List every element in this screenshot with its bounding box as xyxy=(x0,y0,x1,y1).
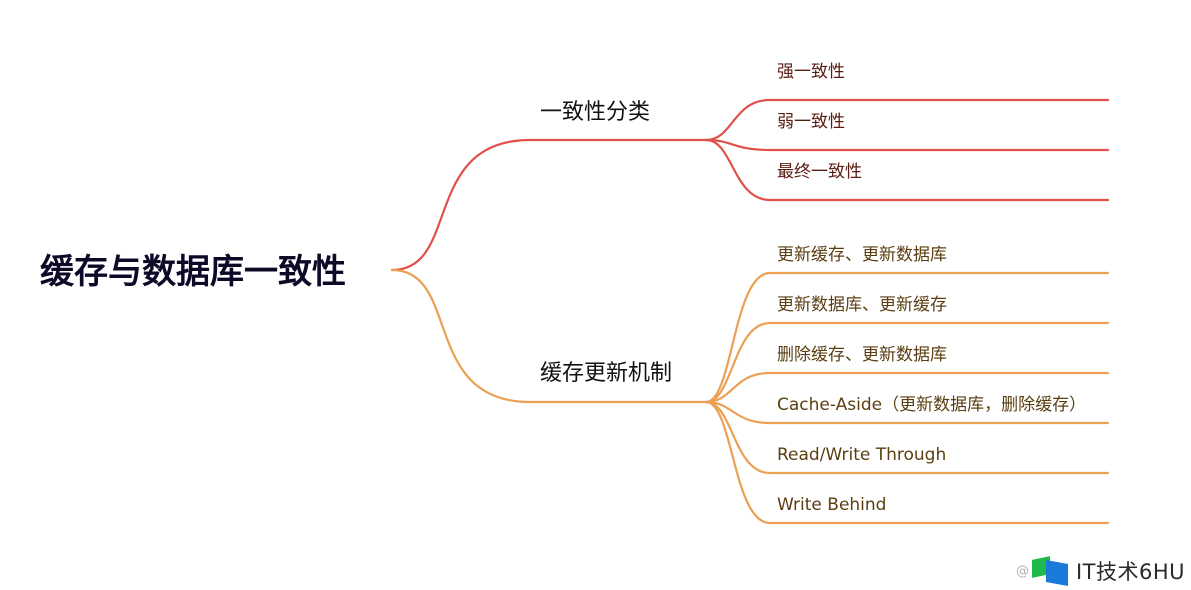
leaf-weak-consistency[interactable]: 弱一致性 xyxy=(777,112,845,132)
mindmap-edges xyxy=(390,98,1110,525)
branch-consistency-types-label[interactable]: 一致性分类 xyxy=(540,100,650,125)
connector-branch-1-to-leaf-5 xyxy=(704,400,1110,525)
connector-root-to-branch-0 xyxy=(390,138,708,272)
leaf-eventual-consistency[interactable]: 最终一致性 xyxy=(777,162,862,182)
root-node-label[interactable]: 缓存与数据库一致性 xyxy=(40,252,346,292)
connector-branch-1-to-leaf-3 xyxy=(704,400,1110,425)
leaf-write-behind[interactable]: Write Behind xyxy=(777,495,886,515)
connector-branch-0-to-leaf-2 xyxy=(704,138,1110,202)
leaf-cache-aside[interactable]: Cache-Aside（更新数据库，删除缓存） xyxy=(777,395,1086,415)
connector-branch-1-to-leaf-1 xyxy=(704,321,1110,404)
connector-root-to-branch-1 xyxy=(390,268,708,404)
watermark-logo-icon: @ xyxy=(1016,556,1072,586)
leaf-delete-cache-then-db[interactable]: 删除缓存、更新数据库 xyxy=(777,345,947,365)
connector-branch-1-to-leaf-4 xyxy=(704,400,1110,475)
leaf-read-write-through[interactable]: Read/Write Through xyxy=(777,445,946,465)
branch-cache-update-mechanisms-label[interactable]: 缓存更新机制 xyxy=(540,361,672,386)
leaf-strong-consistency[interactable]: 强一致性 xyxy=(777,62,845,82)
leaf-update-cache-then-db[interactable]: 更新缓存、更新数据库 xyxy=(777,245,947,265)
connector-branch-0-to-leaf-1 xyxy=(704,138,1110,152)
watermark-at-sign: @ xyxy=(1015,564,1029,579)
leaf-update-db-then-cache[interactable]: 更新数据库、更新缓存 xyxy=(777,295,947,315)
connector-branch-0-to-leaf-0 xyxy=(704,98,1110,142)
watermark: @ IT技术6HU xyxy=(1016,556,1185,586)
connector-branch-1-to-leaf-2 xyxy=(704,371,1110,404)
watermark-text: IT技术6HU xyxy=(1075,560,1185,584)
connector-branch-1-to-leaf-0 xyxy=(704,271,1110,404)
watermark-logo-blue-shape xyxy=(1045,560,1068,586)
